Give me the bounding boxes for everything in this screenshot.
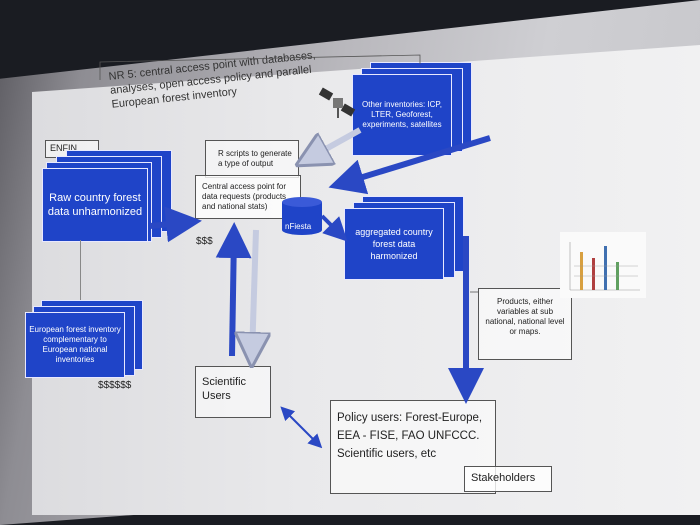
arrow-central-to-users <box>252 229 256 356</box>
arrow-central-to-aggregated <box>320 214 348 242</box>
raw-data-stack: Raw country forest data unharmonized <box>42 150 172 242</box>
arrow-raw-to-central <box>149 206 202 243</box>
other-inventories-label: Other inventories: ICP, LTER, Geoforest,… <box>352 74 452 156</box>
products-label: Products, either variables at sub nation… <box>485 297 565 336</box>
satellite-icon <box>318 86 358 122</box>
enfin-label: ENFIN <box>50 143 77 153</box>
aggregated-data-stack: aggregated country forest data harmonize… <box>344 196 466 282</box>
nfiesta-label: nFiesta <box>285 222 312 231</box>
arrow-other-to-central <box>306 127 362 160</box>
connector-line <box>80 240 81 310</box>
scientific-users-label: Scientific Users <box>202 376 247 402</box>
stakeholders-box: Stakeholders <box>464 466 552 492</box>
arrow-long-to-central <box>328 135 491 195</box>
products-box: Products, either variables at sub nation… <box>478 288 572 360</box>
other-inventories-stack: Other inventories: ICP, LTER, Geoforest,… <box>352 62 472 158</box>
arrow-users-policy-bidirectional <box>280 406 323 449</box>
money-large: $$$$$$ <box>98 380 132 391</box>
central-access-label: Central access point for data requests (… <box>202 182 287 211</box>
chart-thumbnail <box>560 232 646 298</box>
r-scripts-box: R scripts to generate a type of output <box>205 140 299 178</box>
scientific-users-box: Scientific Users <box>195 366 271 418</box>
policy-users-box: Policy users: Forest-Europe, EEA - FISE,… <box>330 400 496 494</box>
nfiesta-database-icon: nFiesta <box>280 196 324 236</box>
european-inventory-stack: European forest inventory complementary … <box>25 300 145 380</box>
r-scripts-label: R scripts to generate a type of output <box>218 149 292 168</box>
european-inventory-label: European forest inventory complementary … <box>25 312 125 378</box>
aggregated-data-label: aggregated country forest data harmonize… <box>344 208 444 280</box>
policy-users-label: Policy users: Forest-Europe, EEA - FISE,… <box>337 412 483 460</box>
stakeholders-label: Stakeholders <box>471 472 536 484</box>
money-small: $$$ <box>196 236 213 247</box>
title-connector <box>99 54 421 80</box>
arrow-users-to-central <box>215 222 252 357</box>
raw-data-label: Raw country forest data unharmonized <box>42 168 148 242</box>
